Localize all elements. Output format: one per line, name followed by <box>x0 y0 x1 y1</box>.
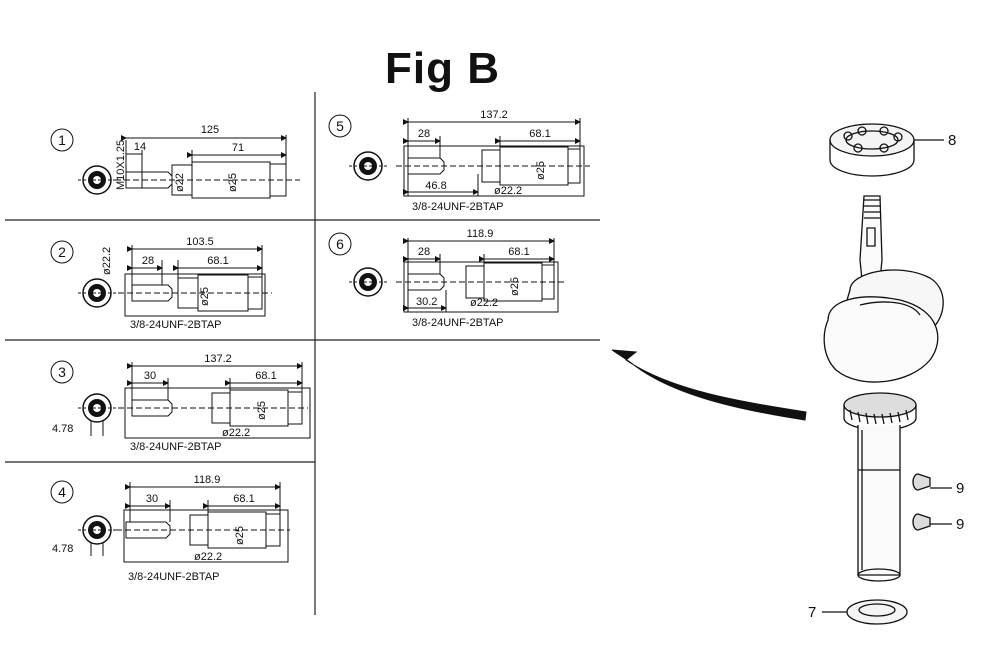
panel-number: 3 <box>58 364 66 380</box>
dim-a: 28 <box>418 246 430 258</box>
dim-d1: ø22 <box>174 173 186 192</box>
dim-d1: ø22.2 <box>101 247 113 275</box>
dim-side: 4.78 <box>52 543 73 555</box>
panel-6: 6 118.9 28 68.1 30.2 ø25 ø22.2 3/8-24UNF… <box>328 228 564 329</box>
dim-b: 71 <box>232 142 244 154</box>
dim-d2: ø25 <box>256 401 268 420</box>
callout-bearing: 8 <box>948 132 956 149</box>
panel-number: 1 <box>58 132 66 148</box>
panel-grid <box>5 92 600 615</box>
dim-side: 4.78 <box>52 423 73 435</box>
dim-d2: ø25 <box>509 277 521 296</box>
panel-number-circle <box>50 240 74 264</box>
panel-number-circle <box>328 232 352 256</box>
panel-3: 3 4.78 137.2 30 68.1 ø25 ø22.2 3/8-24UNF… <box>50 353 311 453</box>
panel-number: 4 <box>58 484 66 500</box>
dim-length: 118.9 <box>194 474 221 486</box>
panel-number-circle <box>50 360 74 384</box>
dim-a: 14 <box>134 141 146 153</box>
callout-key-bottom: 9 <box>956 516 964 533</box>
tap-spec: 3/8-24UNF-2BTAP <box>130 441 222 453</box>
dim-b: 68.1 <box>508 246 529 258</box>
panel-1: 1 125 14 71 ø22 ø25 M10X1.25 <box>50 124 300 199</box>
dim-a: 30 <box>144 370 156 382</box>
dim-a: 28 <box>418 128 430 140</box>
dim-length: 137.2 <box>480 109 508 121</box>
figure-title: Fig B <box>385 44 500 93</box>
dim-a: 30 <box>146 493 158 505</box>
panel-number: 6 <box>336 236 344 252</box>
callout-seal: 7 <box>808 604 816 621</box>
dim-b: 68.1 <box>529 128 550 140</box>
panel-number: 2 <box>58 244 66 260</box>
dim-d2: ø25 <box>234 526 246 545</box>
dim-a: 28 <box>142 255 154 267</box>
pointer-arrow <box>611 349 807 421</box>
dim-d2: ø25 <box>227 173 239 192</box>
dim-d2: ø25 <box>535 161 547 180</box>
dim-d1: ø22.2 <box>222 427 250 439</box>
dim-d1: ø22.2 <box>494 185 522 197</box>
panel-4: 4 4.78 118.9 30 68.1 ø25 ø22.2 3/8-24UNF… <box>50 474 290 583</box>
dim-d2: ø25 <box>199 287 211 306</box>
dim-length: 125 <box>201 124 219 136</box>
panel-2: 2 103.5 28 68.1 ø22.2 ø25 3/8-24UNF-2BTA… <box>50 236 272 331</box>
dim-c: 46.8 <box>425 180 446 192</box>
dim-b: 68.1 <box>233 493 254 505</box>
thread-spec: M10X1.25 <box>115 140 127 190</box>
dim-d1: ø22.2 <box>194 551 222 563</box>
bearing <box>829 123 915 177</box>
panel-number-circle <box>50 128 74 152</box>
tap-spec: 3/8-24UNF-2BTAP <box>128 571 220 583</box>
dim-length: 137.2 <box>204 353 232 365</box>
tap-spec: 3/8-24UNF-2BTAP <box>412 317 504 329</box>
tap-spec: 3/8-24UNF-2BTAP <box>412 201 504 213</box>
crankshaft-assembly <box>822 123 952 625</box>
dim-b: 68.1 <box>207 255 228 267</box>
panel-5: 5 137.2 28 68.1 46.8 ø25 ø22.2 3/8-24UNF… <box>328 109 590 213</box>
dim-length: 103.5 <box>186 236 214 248</box>
panel-number-circle <box>50 480 74 504</box>
dim-length: 118.9 <box>467 228 494 240</box>
dim-b: 68.1 <box>255 370 276 382</box>
panel-number: 5 <box>336 118 344 134</box>
callout-key-top: 9 <box>956 480 964 497</box>
tap-spec: 3/8-24UNF-2BTAP <box>130 319 222 331</box>
dim-c: 30.2 <box>416 296 437 308</box>
dim-d1: ø22.2 <box>470 297 498 309</box>
panel-number-circle <box>328 114 352 138</box>
